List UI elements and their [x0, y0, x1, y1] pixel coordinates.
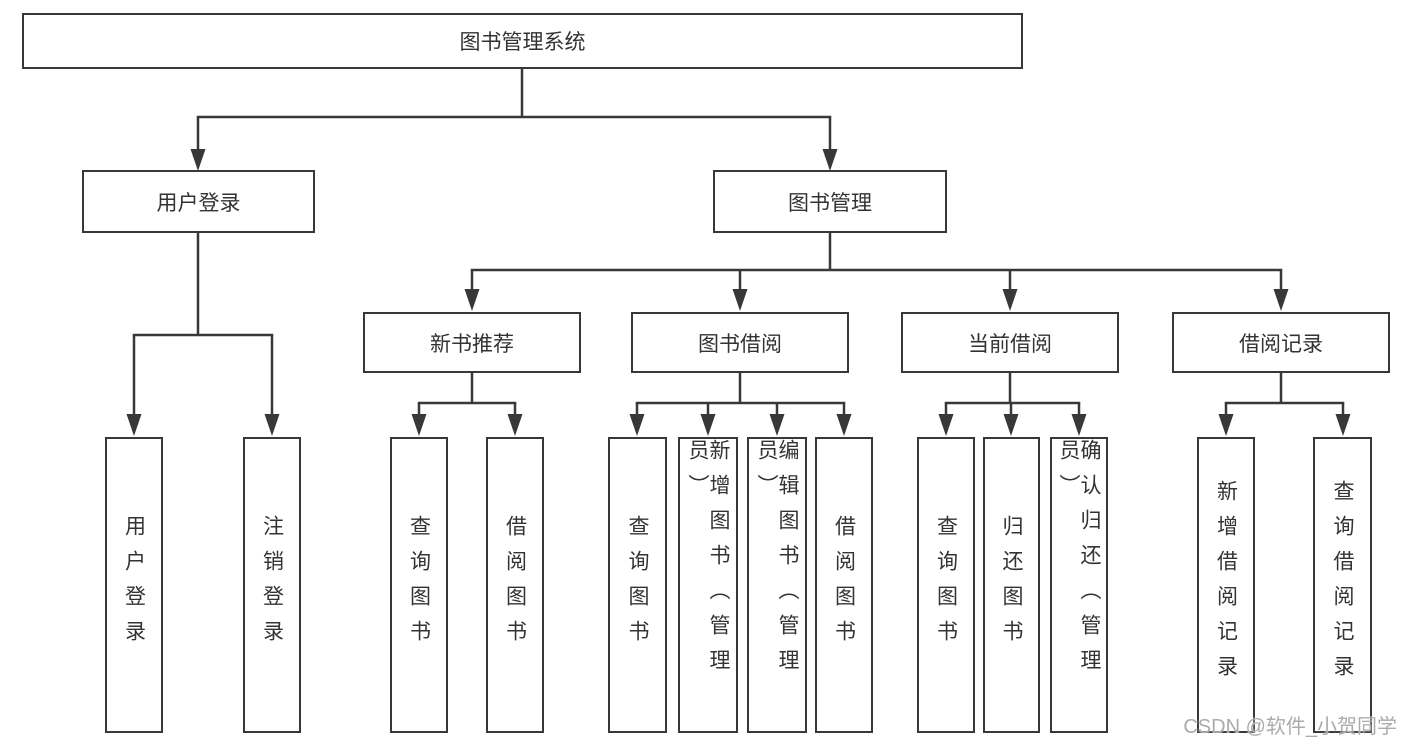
leaf-query-book-borrow: 查询图书 — [608, 437, 667, 733]
leaf-user-login: 用户登录 — [105, 437, 163, 733]
leaf-add-book-admin: 新增图书（管理员） — [678, 437, 738, 733]
node-borrow-record-module: 借阅记录 — [1172, 312, 1390, 373]
leaf-borrow-book-newbook-label: 借阅图书 — [503, 515, 527, 655]
node-book-borrow-module-label: 图书借阅 — [698, 332, 782, 356]
leaf-borrow-book-borrow-label: 借阅图书 — [832, 515, 856, 655]
leaf-add-borrow-record: 新增借阅记录 — [1197, 437, 1255, 733]
arrowheads — [126, 149, 1351, 436]
leaf-query-book-current-label: 查询图书 — [934, 515, 958, 655]
leaf-query-book-newbook: 查询图书 — [390, 437, 448, 733]
leaf-add-borrow-record-label: 新增借阅记录 — [1214, 480, 1238, 690]
node-user-login-branch: 用户登录 — [82, 170, 315, 233]
leaf-query-book-current: 查询图书 — [917, 437, 975, 733]
leaf-borrow-book-newbook: 借阅图书 — [486, 437, 544, 733]
node-current-borrow-module-label: 当前借阅 — [968, 332, 1052, 356]
leaf-edit-book-admin-label: 编辑图书（管理员） — [755, 439, 799, 684]
leaf-logout-label: 注销登录 — [260, 515, 284, 655]
node-new-book-module: 新书推荐 — [363, 312, 581, 373]
node-book-management-branch-label: 图书管理 — [788, 191, 872, 215]
leaf-query-book-borrow-label: 查询图书 — [626, 515, 649, 655]
leaf-edit-book-admin: 编辑图书（管理员） — [747, 437, 807, 733]
leaf-confirm-return-admin-label: 确认归还（管理员） — [1057, 439, 1101, 684]
leaf-query-borrow-record-label: 查询借阅记录 — [1331, 480, 1354, 690]
leaf-logout: 注销登录 — [243, 437, 301, 733]
leaf-borrow-book-borrow: 借阅图书 — [815, 437, 873, 733]
node-user-login-branch-label: 用户登录 — [156, 191, 241, 215]
leaf-query-borrow-record: 查询借阅记录 — [1313, 437, 1372, 733]
leaf-return-book: 归还图书 — [983, 437, 1040, 733]
leaf-user-login-label: 用户登录 — [122, 515, 146, 655]
leaf-add-book-admin-label: 新增图书（管理员） — [686, 439, 730, 684]
node-book-management-branch: 图书管理 — [713, 170, 947, 233]
node-book-borrow-module: 图书借阅 — [631, 312, 849, 373]
node-borrow-record-module-label: 借阅记录 — [1239, 332, 1323, 356]
leaf-query-book-newbook-label: 查询图书 — [407, 515, 431, 655]
node-root: 图书管理系统 — [22, 13, 1023, 69]
node-new-book-module-label: 新书推荐 — [430, 332, 514, 356]
node-root-label: 图书管理系统 — [459, 31, 586, 54]
leaf-return-book-label: 归还图书 — [1000, 515, 1023, 655]
leaf-confirm-return-admin: 确认归还（管理员） — [1050, 437, 1108, 733]
node-current-borrow-module: 当前借阅 — [901, 312, 1119, 373]
csdn-watermark: CSDN @软件_小贺同学 — [1183, 716, 1397, 738]
